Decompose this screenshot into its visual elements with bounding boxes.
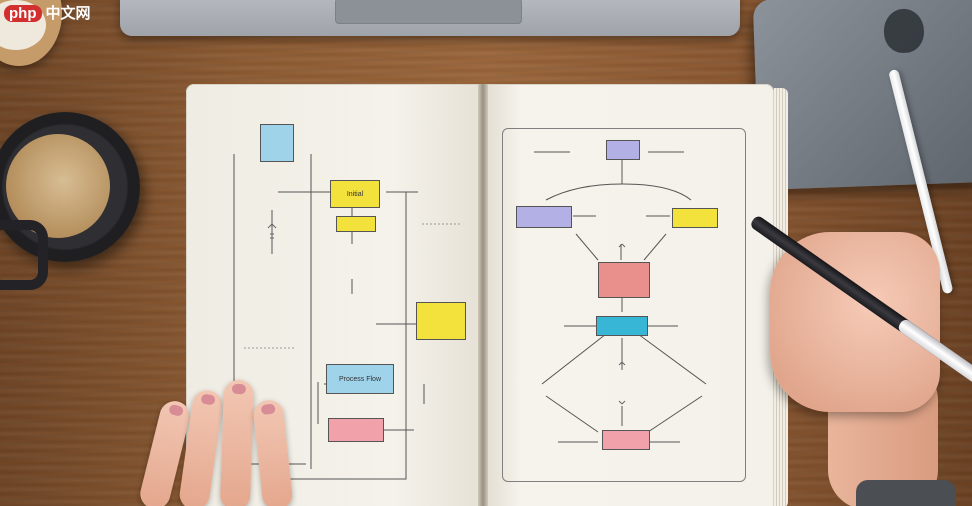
laptop: [120, 0, 740, 36]
sleeve: [856, 480, 956, 506]
left-finger-3: [219, 379, 255, 506]
left-node-process-flow: Process Flow: [326, 364, 394, 394]
right-node-left: [516, 206, 572, 228]
watermark-text: 中文网: [45, 5, 91, 22]
left-node-initial: Initial: [330, 180, 380, 208]
right-node-center: [598, 262, 650, 298]
left-node-final-pink: [328, 418, 384, 442]
fingernail: [231, 383, 247, 395]
apple-logo-icon: [883, 8, 925, 54]
fingernail: [200, 393, 216, 406]
right-node-mid: [596, 316, 648, 336]
laptop-trackpad: [335, 0, 522, 24]
fingernail: [168, 403, 185, 417]
right-node-bottom: [602, 430, 650, 450]
left-node-top: [260, 124, 294, 162]
right-node-right: [672, 208, 718, 228]
notebook-spine: [478, 84, 488, 506]
left-node-small-yellow: [336, 216, 376, 232]
coffee-mug: [0, 112, 140, 290]
left-node-mid-yellow: [416, 302, 466, 340]
watermark-badge: php: [4, 5, 42, 22]
mug-handle: [0, 220, 48, 290]
right-page-frame: [502, 128, 746, 482]
fingernail: [260, 403, 276, 415]
right-node-top: [606, 140, 640, 160]
